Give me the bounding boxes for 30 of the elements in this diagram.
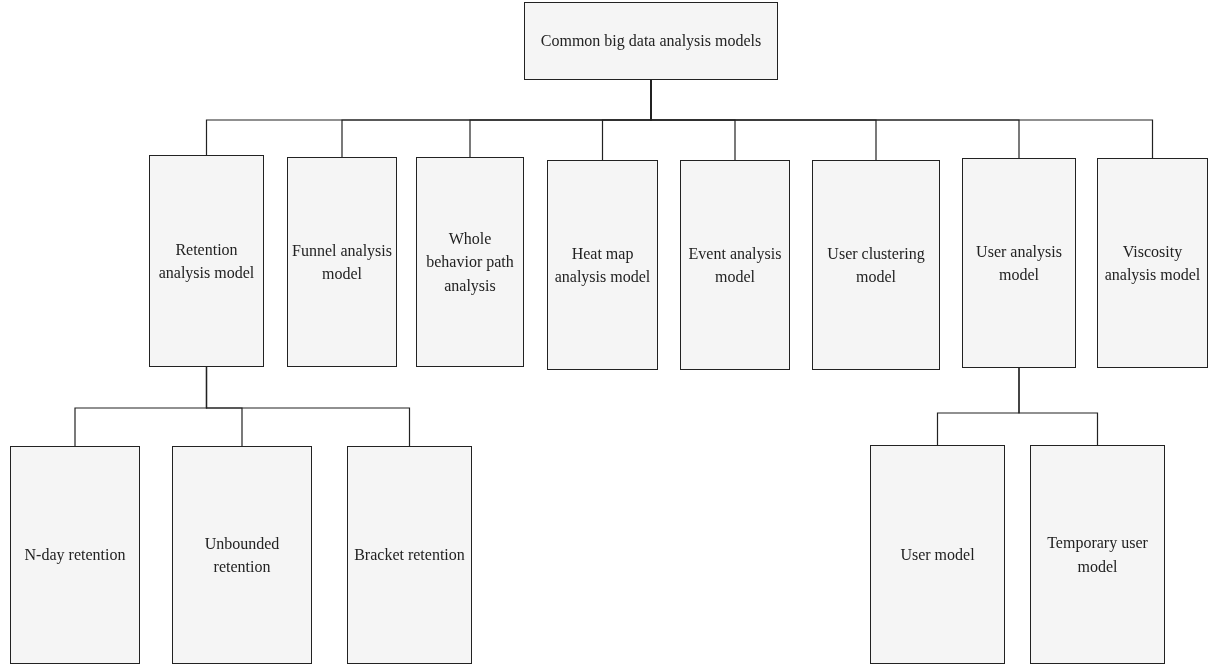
- category-box: [870, 445, 1005, 664]
- root-box: [524, 2, 778, 80]
- category-box: [172, 446, 312, 664]
- category-box: [547, 160, 658, 370]
- category-box: [10, 446, 140, 664]
- category-box: [962, 158, 1076, 368]
- node-label: Whole behavior path analysis: [425, 229, 515, 297]
- connector-line: [205, 366, 411, 447]
- node-label: Bracket retention: [354, 545, 465, 566]
- category-box: [416, 157, 524, 367]
- node-label: Retention analysis model: [157, 239, 256, 284]
- node-label: N-day retention: [24, 545, 126, 566]
- node-label: Event analysis model: [687, 243, 783, 287]
- category-box: [287, 157, 397, 367]
- node-label: User analysis model: [975, 241, 1063, 285]
- node-label: Common big data analysis models: [540, 31, 762, 52]
- node-label: User clustering model: [826, 243, 926, 287]
- category-box: [1097, 158, 1208, 368]
- category-box: [812, 160, 940, 370]
- category-box: [347, 446, 472, 664]
- category-box: [680, 160, 790, 370]
- node-label: Heat map analysis model: [553, 243, 652, 288]
- connector-line: [1018, 367, 1099, 446]
- category-box: [1030, 445, 1165, 664]
- node-label: Temporary user model: [1046, 533, 1149, 577]
- node-label: Unbounded retention: [203, 533, 281, 577]
- node-label: User model: [900, 544, 975, 565]
- node-label: Funnel analysis model: [292, 240, 392, 284]
- node-label: Viscosity analysis model: [1103, 241, 1202, 286]
- category-box: [149, 155, 264, 367]
